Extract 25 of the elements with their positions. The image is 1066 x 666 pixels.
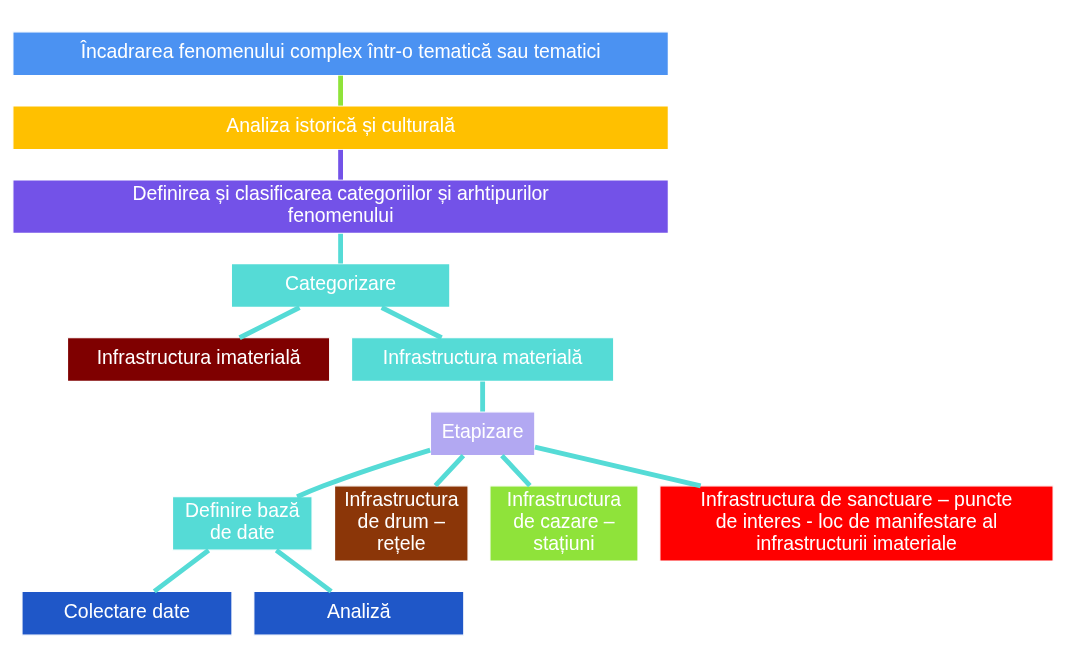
connector <box>433 453 466 487</box>
connector <box>338 149 344 180</box>
node-box: Infrastructura materială <box>350 336 615 382</box>
connector <box>338 75 344 106</box>
node-box: Definire bază de date <box>171 495 313 551</box>
node-box: Colectare date <box>21 590 233 636</box>
node-box: Infrastructura de drum – rețele <box>333 484 469 562</box>
connector <box>534 444 702 488</box>
node-box: Etapizare <box>429 410 536 456</box>
node-box: Încadrarea fenomenului complex într-o tematică sau tematici <box>12 30 669 76</box>
node-box: Analiză <box>253 590 465 636</box>
connector <box>500 453 532 487</box>
node-box: Infrastructura imaterială <box>66 336 331 382</box>
connector <box>296 447 431 499</box>
node-box: Infrastructura de sanctuare – puncte de interes - loc de manifestare al infrastructurii imateriale <box>659 484 1054 562</box>
node-box: Infrastructura de cazare – stațiuni <box>489 484 639 562</box>
connector <box>380 304 443 340</box>
node-box: Categorizare <box>230 262 451 308</box>
connector <box>338 233 344 264</box>
connector <box>274 547 333 593</box>
connector <box>238 304 301 340</box>
node-box: Definirea și clasificarea categoriilor și arhtipurilor fenomenului <box>12 178 669 234</box>
connector <box>152 547 211 593</box>
connector <box>480 381 486 411</box>
node-box: Analiza istorică și culturală <box>12 104 669 150</box>
